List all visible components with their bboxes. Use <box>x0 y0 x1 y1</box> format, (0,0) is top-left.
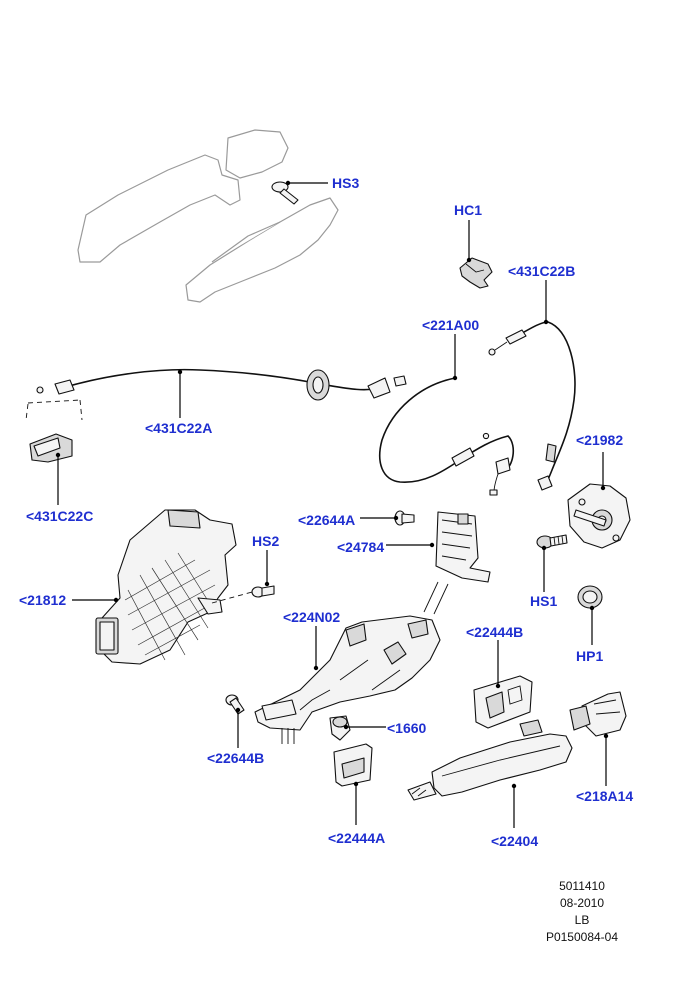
callout-24784[interactable]: <24784 <box>337 539 384 555</box>
cable-221a00 <box>378 377 515 496</box>
callout-hs1[interactable]: HS1 <box>530 593 557 609</box>
callout-1660[interactable]: <1660 <box>387 720 427 736</box>
ghost-outer-handle-upper <box>77 129 289 263</box>
callout-431c22b[interactable]: <431C22B <box>508 263 575 279</box>
callout-218a14[interactable]: <218A14 <box>576 788 633 804</box>
hs3-screw <box>271 181 299 205</box>
callout-431c22c[interactable]: <431C22C <box>26 508 93 524</box>
ghost-outer-handle-lower <box>185 197 339 303</box>
door-lock-21812 <box>95 509 253 665</box>
stamp-line-4: P0150084-04 <box>545 930 619 944</box>
callout-22404[interactable]: <22404 <box>491 833 538 849</box>
callout-21982[interactable]: <21982 <box>576 432 623 448</box>
screw-22644b <box>225 694 245 715</box>
callout-431c22a[interactable]: <431C22A <box>145 420 212 436</box>
callout-22444b[interactable]: <22444B <box>466 624 523 640</box>
gasket-22444a <box>333 743 373 787</box>
bracket-24784 <box>423 511 491 615</box>
hc1-clip <box>459 257 493 289</box>
outer-handle-22404 <box>407 719 573 801</box>
callout-224n02[interactable]: <224N02 <box>283 609 340 625</box>
stamp-line-1: 5011410 <box>559 879 605 893</box>
handle-cap-218a14 <box>569 691 627 737</box>
gasket-22444b <box>473 675 533 729</box>
callout-22644a[interactable]: <22644A <box>298 512 355 528</box>
handle-carrier-224n02 <box>254 615 441 744</box>
hp1-plug <box>577 585 603 609</box>
callout-221a00[interactable]: <221A00 <box>422 317 479 333</box>
callout-hc1[interactable]: HC1 <box>454 202 482 218</box>
stamp-line-3: LB <box>574 913 590 927</box>
hs2-screw <box>251 585 275 598</box>
stamp-line-2: 08-2010 <box>559 896 605 910</box>
callout-hs3[interactable]: HS3 <box>332 175 359 191</box>
callout-hp1[interactable]: HP1 <box>576 648 603 664</box>
screw-22644a <box>394 510 415 526</box>
callout-22644b[interactable]: <22644B <box>207 750 264 766</box>
callout-21812[interactable]: <21812 <box>19 592 66 608</box>
striker-21982 <box>567 483 631 549</box>
cable-431c22b <box>488 321 576 491</box>
drawing-reference-stamp: 5011410 08-2010 LB P0150084-04 <box>532 878 632 946</box>
clip-431c22c <box>29 433 73 463</box>
callout-22444a[interactable]: <22444A <box>328 830 385 846</box>
cap-1660 <box>329 715 351 741</box>
cable-431c22a <box>25 368 407 421</box>
callout-hs2[interactable]: HS2 <box>252 533 279 549</box>
hs1-bolt <box>536 534 568 549</box>
